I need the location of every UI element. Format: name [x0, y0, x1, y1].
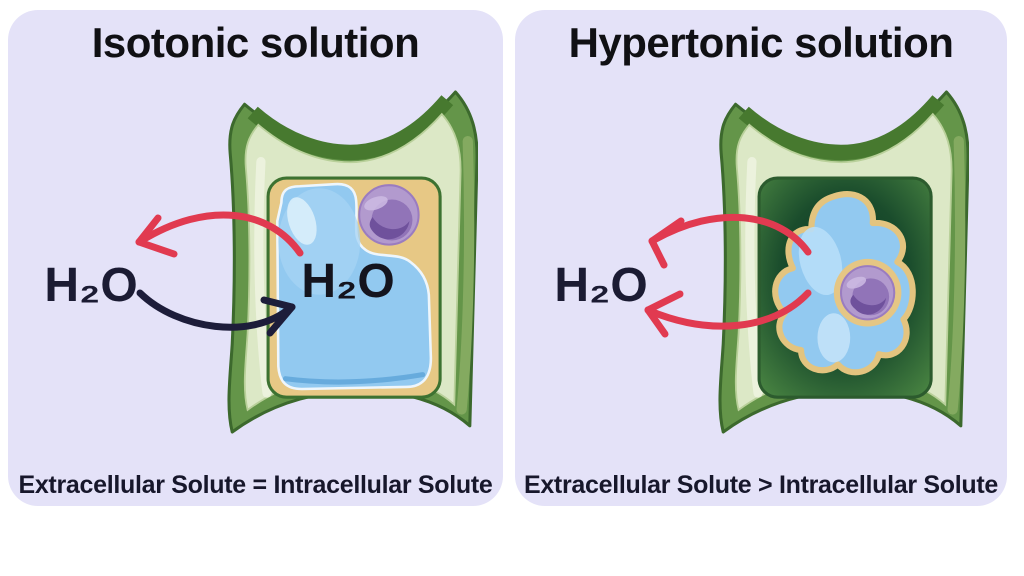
plant-cell-turgid — [227, 90, 478, 434]
nucleolus — [850, 294, 887, 315]
cell-wall-inner-sheen — [254, 157, 272, 398]
nucleus — [839, 265, 896, 321]
h2o-label-extracellular: H₂O — [554, 259, 648, 312]
nucleus-sheen — [364, 196, 388, 211]
nucleus-sheen — [846, 276, 867, 289]
isotonic-title: Isotonic solution — [91, 19, 420, 66]
hypertonic-caption: Extracellular Solute > Intracellular Sol… — [523, 471, 999, 499]
isotonic-caption: Extracellular Solute = Intracellular Sol… — [18, 471, 493, 499]
h2o-label-extracellular: H₂O — [44, 259, 138, 312]
nucleolus — [369, 216, 410, 240]
protoplast-sheen — [817, 313, 851, 363]
isotonic-panel: Isotonic solution — [8, 10, 503, 506]
h2o-label-intracellular: H₂O — [301, 255, 395, 308]
cell-wall-top-shade — [738, 95, 945, 161]
hypertonic-title: Hypertonic solution — [568, 19, 954, 66]
cell-wall-top-shade — [247, 95, 454, 161]
vacuole-bottom-shade — [282, 372, 426, 385]
cell-wall-inner-sheen — [745, 157, 763, 398]
plant-cell-plasmolyzed — [718, 90, 969, 434]
cell-wall-right-highlight — [456, 136, 475, 415]
hypertonic-panel: Hypertonic solution — [515, 10, 1007, 506]
nucleus — [358, 184, 420, 246]
cell-wall-right-highlight — [947, 136, 966, 415]
